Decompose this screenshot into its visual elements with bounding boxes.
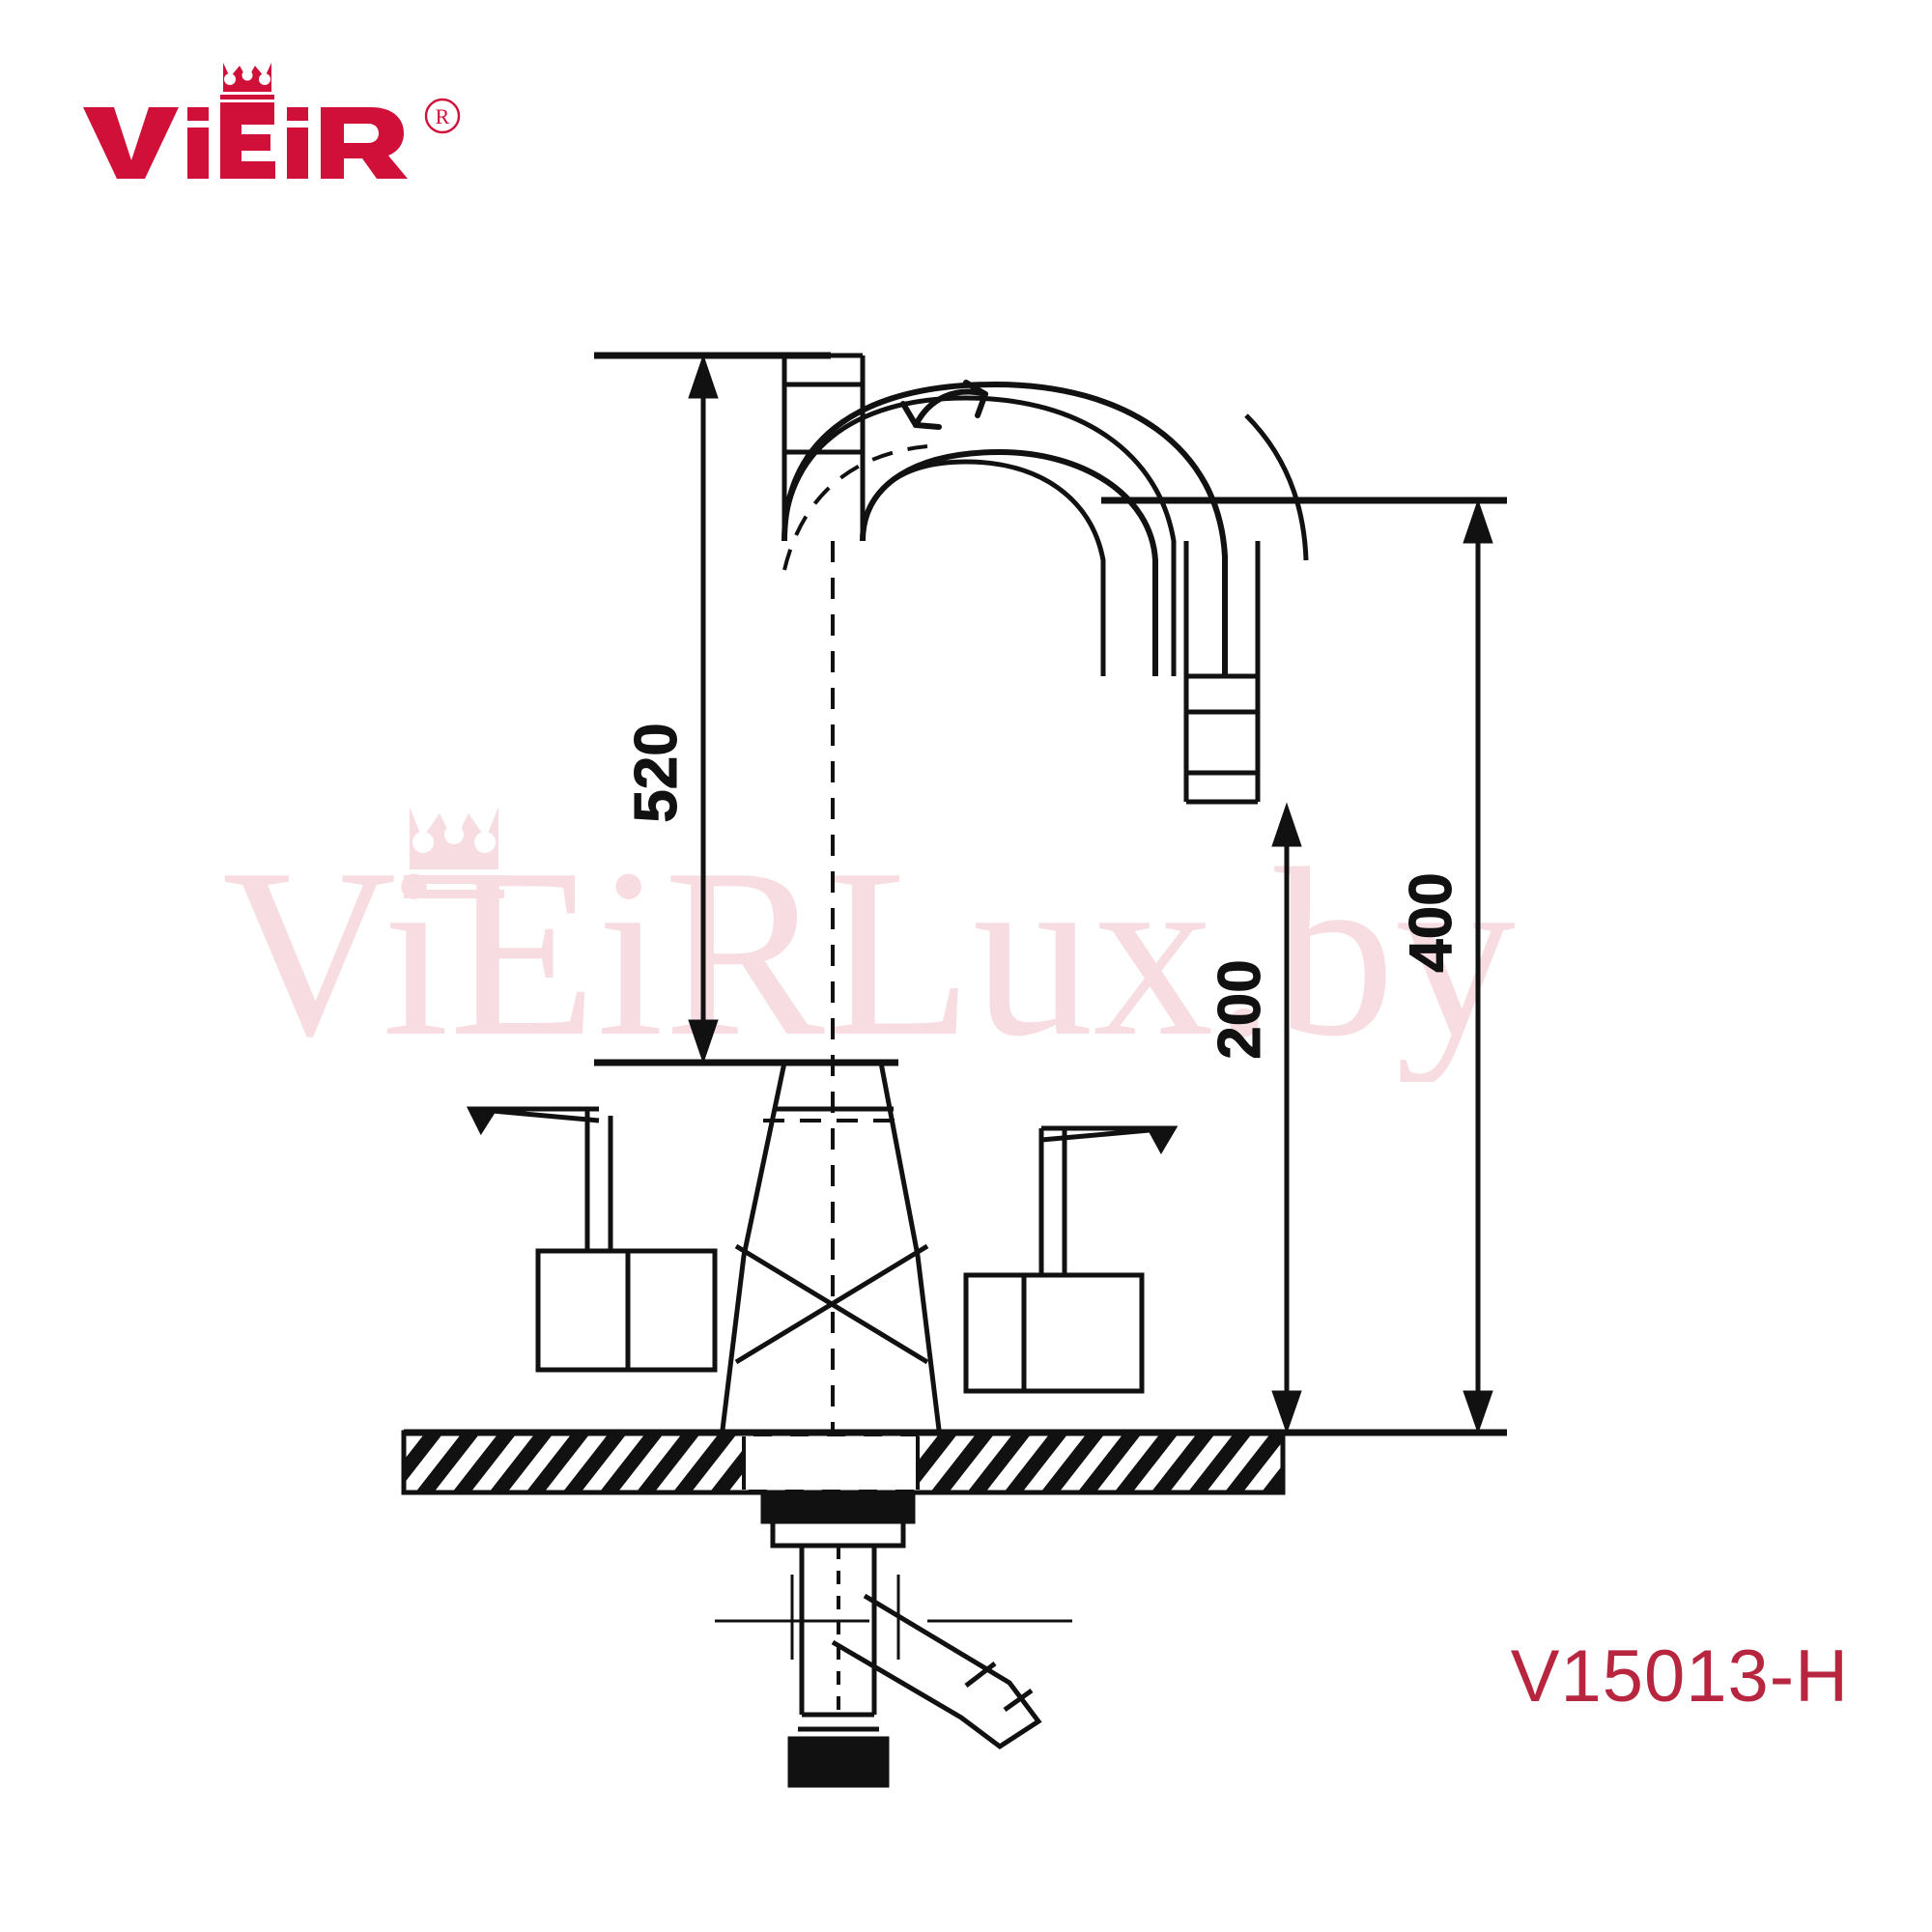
registered-trademark-icon — [424, 98, 461, 134]
crown-icon — [220, 63, 274, 107]
model-number: V15013-H — [1510, 1635, 1849, 1718]
dimension-label-520: 520 — [623, 723, 690, 822]
hidden-centerline — [763, 444, 928, 1430]
mounting-hardware — [760, 1490, 916, 1788]
dimension-label-400: 400 — [1398, 872, 1464, 972]
brand-wordmark — [83, 107, 408, 179]
countertop — [401, 1429, 1507, 1495]
svg-text:R: R — [436, 104, 450, 128]
dimension-200: 200 — [1207, 802, 1302, 1435]
left-handle — [466, 1106, 718, 1373]
spout-outlet-assembly — [1183, 413, 1309, 805]
gooseneck-inner-arc — [860, 459, 1106, 676]
faucet-outline — [781, 353, 1261, 676]
dimension-400: 400 — [1101, 497, 1507, 1435]
gooseneck-profile — [781, 381, 1228, 676]
faucet-body-taper — [720, 1062, 942, 1431]
spout-rotation-arrow — [900, 380, 988, 430]
gooseneck-outer-arc — [781, 395, 1177, 676]
dimension-520: 520 — [594, 352, 898, 1066]
right-handle — [963, 1125, 1179, 1394]
brand-logo: R — [75, 46, 481, 182]
dimension-label-200: 200 — [1207, 959, 1273, 1059]
wrench-icon — [715, 1575, 1072, 1750]
